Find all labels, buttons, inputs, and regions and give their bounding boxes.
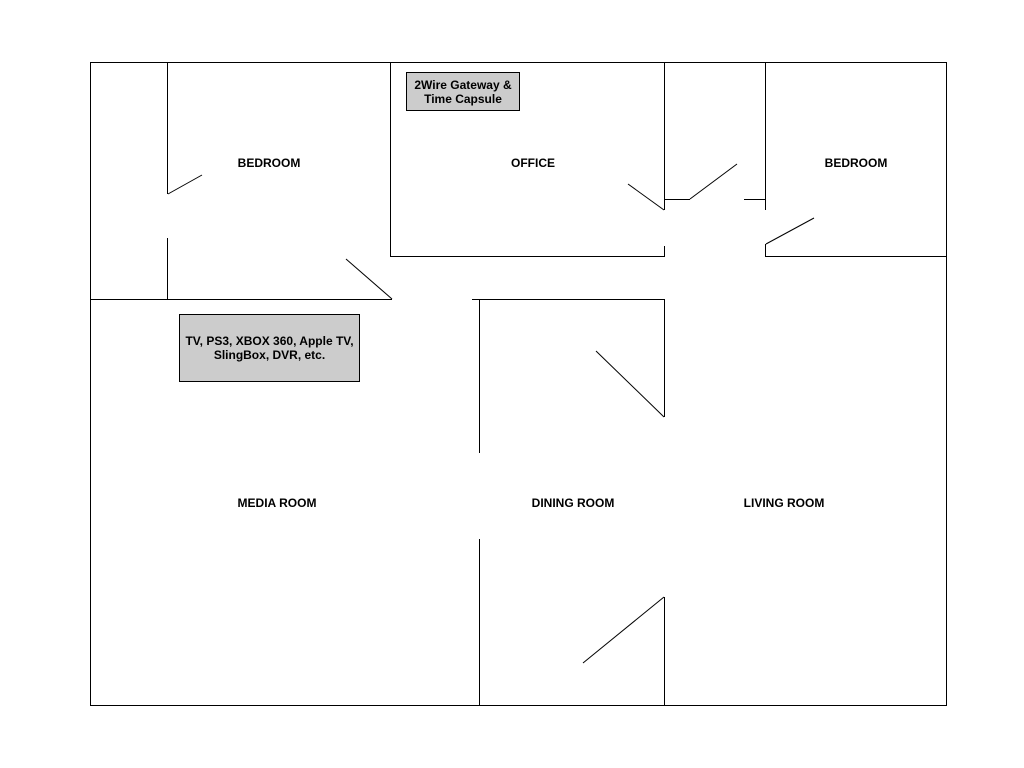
gateway-device-box: 2Wire Gateway & Time Capsule bbox=[406, 72, 520, 111]
media-device-line-2: SlingBox, DVR, etc. bbox=[213, 348, 326, 362]
room-label-dining-room: DINING ROOM bbox=[531, 496, 615, 510]
media-device-line-1: TV, PS3, XBOX 360, Apple TV, bbox=[185, 334, 354, 348]
door-dining-upper bbox=[595, 350, 665, 418]
room-label-office: OFFICE bbox=[511, 156, 555, 170]
door-bedroom-left bbox=[167, 174, 203, 195]
room-label-bedroom-right: BEDROOM bbox=[824, 156, 888, 170]
gateway-device-line-2: Time Capsule bbox=[424, 91, 502, 106]
room-label-living-room: LIVING ROOM bbox=[743, 496, 825, 510]
room-label-bedroom-left: BEDROOM bbox=[237, 156, 301, 170]
media-device-box: TV, PS3, XBOX 360, Apple TV, SlingBox, D… bbox=[179, 314, 360, 382]
door-dining-lower bbox=[582, 596, 665, 664]
room-label-media-room: MEDIA ROOM bbox=[237, 496, 317, 510]
outer-wall bbox=[90, 62, 947, 706]
door-bedroom-right bbox=[765, 217, 815, 245]
door-office bbox=[627, 183, 665, 211]
gateway-device-line-1: 2Wire Gateway & bbox=[414, 77, 512, 92]
door-bedroom-left-to-media bbox=[345, 258, 393, 300]
door-closet bbox=[689, 163, 738, 200]
